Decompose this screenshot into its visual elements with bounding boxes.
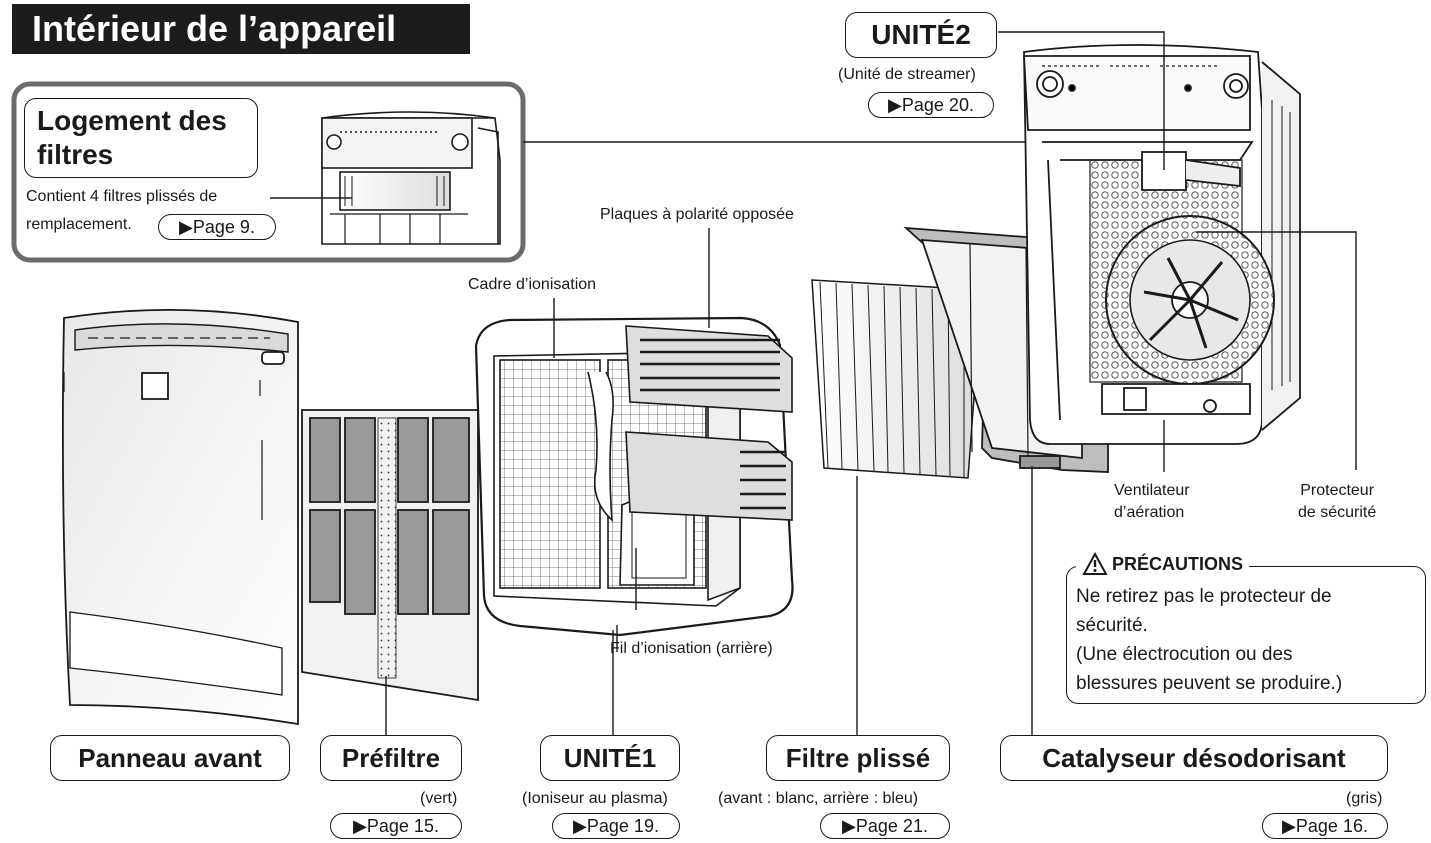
safety-guard-label-line-2: de sécurité <box>1298 504 1377 521</box>
main-unit-drawing <box>1023 44 1301 445</box>
fan-label-line-2: d’aération <box>1114 504 1185 521</box>
caution-line-2: sécurité. <box>1076 615 1148 636</box>
page-21-link[interactable]: ▶Page 21. <box>820 813 950 839</box>
fan-label-line-1: Ventilateur <box>1114 482 1190 499</box>
safety-guard-label: Protecteur de sécurité <box>1298 480 1376 524</box>
front-panel-drawing <box>61 309 299 726</box>
caution-line-1: Ne retirez pas le protecteur de <box>1076 586 1332 607</box>
fan-label: Ventilateur d’aération <box>1114 480 1190 524</box>
opposite-polarity-plates-label: Plaques à polarité opposée <box>600 206 794 223</box>
warning-icon <box>1082 552 1108 575</box>
filter-compartment-text-2: remplacement. <box>26 216 132 233</box>
filter-compartment-text-1: Contient 4 filtres plissés de <box>26 188 218 205</box>
page-20-link[interactable]: ▶Page 20. <box>868 92 994 118</box>
prefilter-note: (vert) <box>420 790 458 807</box>
ionization-frame-label: Cadre d’ionisation <box>468 276 597 293</box>
caution-header: PRÉCAUTIONS <box>1076 552 1250 576</box>
page-16-link[interactable]: ▶Page 16. <box>1262 813 1388 839</box>
filter-compartment-thumbnail <box>321 111 501 245</box>
leader-lines <box>385 31 1357 744</box>
safety-guard-label-line-1: Protecteur <box>1300 482 1375 499</box>
deodorizing-catalyst-note: (gris) <box>1346 790 1383 807</box>
unit1-note: (Ioniseur au plasma) <box>522 790 668 807</box>
page-9-link[interactable]: ▶Page 9. <box>158 214 276 240</box>
pleated-filter-note: (avant : blanc, arrière : bleu) <box>718 790 919 807</box>
callout-frame <box>11 81 526 263</box>
front-panel-label: Panneau avant <box>50 735 290 781</box>
page-15-link[interactable]: ▶Page 15. <box>330 813 462 839</box>
unit2-subtitle: (Unité de streamer) <box>838 66 976 83</box>
ionization-wire-label: Fil d’ionisation (arrière) <box>610 640 773 657</box>
prefilter-label: Préfiltre <box>320 735 462 781</box>
caution-text: Ne retirez pas le protecteur de sécurité… <box>1076 582 1342 698</box>
pleated-filter-drawing <box>811 279 983 479</box>
unit1-outline <box>474 316 794 637</box>
pleated-filter-label: Filtre plissé <box>766 735 950 781</box>
unit1-label: UNITÉ1 <box>540 735 680 781</box>
filter-compartment-heading-text: Logement des filtres <box>37 105 227 170</box>
deodorizing-catalyst-label: Catalyseur désodorisant <box>1000 735 1388 781</box>
opposite-polarity-plates-drawing <box>625 325 793 521</box>
page-19-link[interactable]: ▶Page 19. <box>552 813 680 839</box>
filter-compartment-heading: Logement des filtres <box>24 98 258 178</box>
page-title: Intérieur de l’appareil <box>12 4 470 54</box>
prefilter-drawing <box>301 409 479 702</box>
caution-heading: PRÉCAUTIONS <box>1112 553 1244 574</box>
unit2-label: UNITÉ2 <box>845 12 997 58</box>
caution-line-3: (Une électrocution ou des <box>1076 644 1293 665</box>
caution-line-4: blessures peuvent se produire.) <box>1076 673 1343 694</box>
